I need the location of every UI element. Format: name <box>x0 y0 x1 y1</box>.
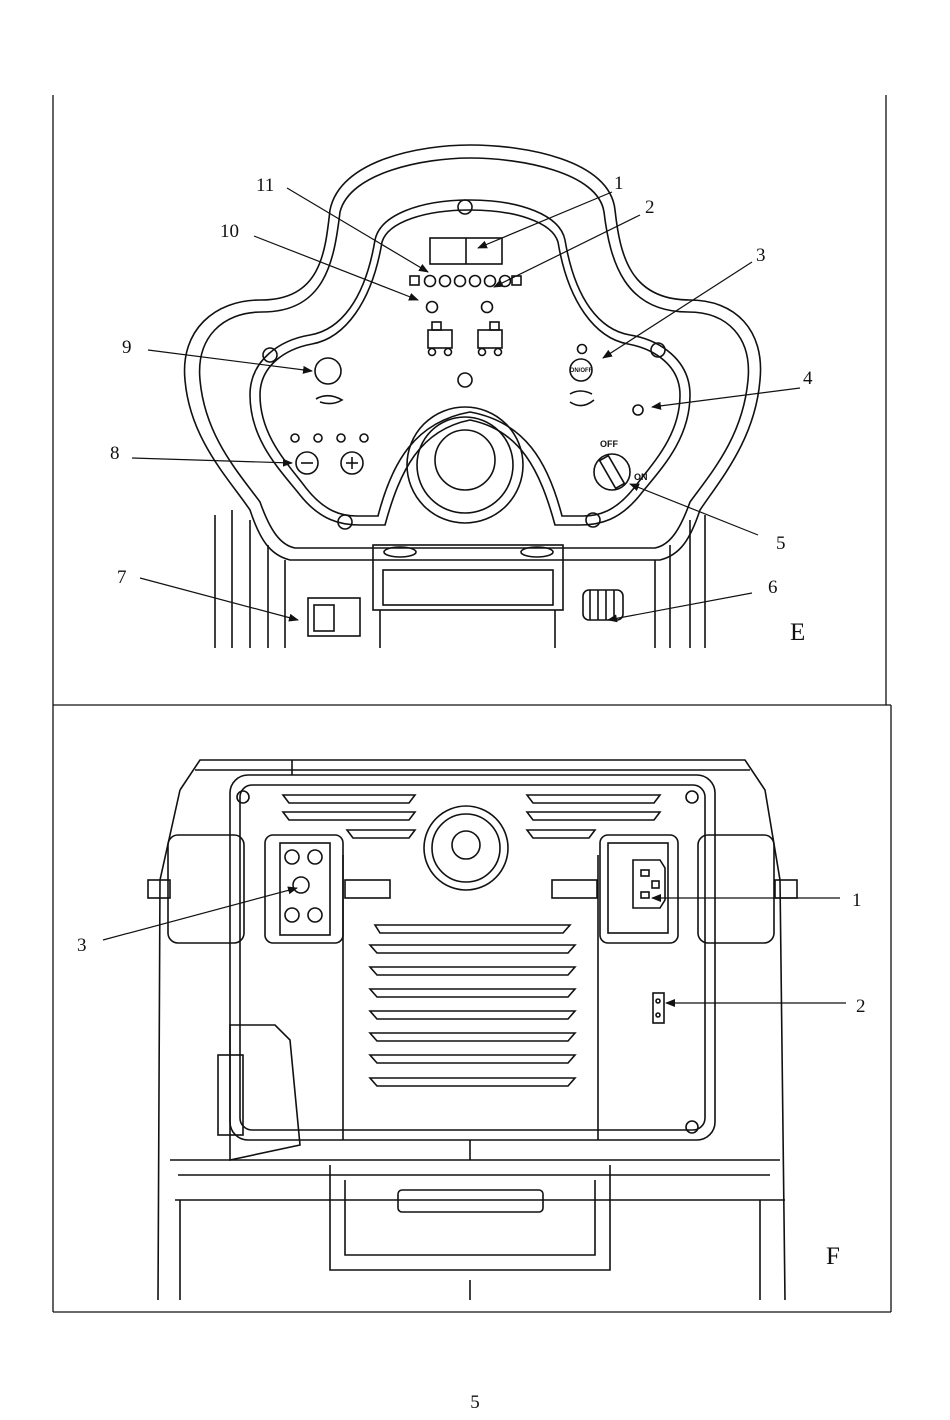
panel-f-letter: F <box>826 1243 840 1270</box>
push-button-label: ON/OFF <box>570 368 593 374</box>
callout-e-10: 10 <box>220 221 239 242</box>
callout-e-1: 1 <box>614 173 624 194</box>
callout-e-9: 9 <box>122 337 132 358</box>
callout-e-11: 11 <box>256 175 274 196</box>
callout-f-2: 2 <box>856 996 866 1017</box>
key-switch-on-label: ON <box>634 472 648 482</box>
panel-f-drawing <box>148 760 797 1300</box>
callout-f-1: 1 <box>852 890 862 911</box>
callout-e-4: 4 <box>803 368 813 389</box>
panel-e-drawing <box>185 145 761 648</box>
callout-e-8: 8 <box>110 443 120 464</box>
callout-e-2: 2 <box>645 197 655 218</box>
key-switch-off-label: OFF <box>600 439 618 449</box>
callout-e-7: 7 <box>117 567 127 588</box>
page-number: 5 <box>0 1392 950 1414</box>
callout-e-3: 3 <box>756 245 766 266</box>
callout-e-6: 6 <box>768 577 778 598</box>
panel-e-letter: E <box>790 619 805 646</box>
callout-e-5: 5 <box>776 533 786 554</box>
callout-f-3: 3 <box>77 935 87 956</box>
